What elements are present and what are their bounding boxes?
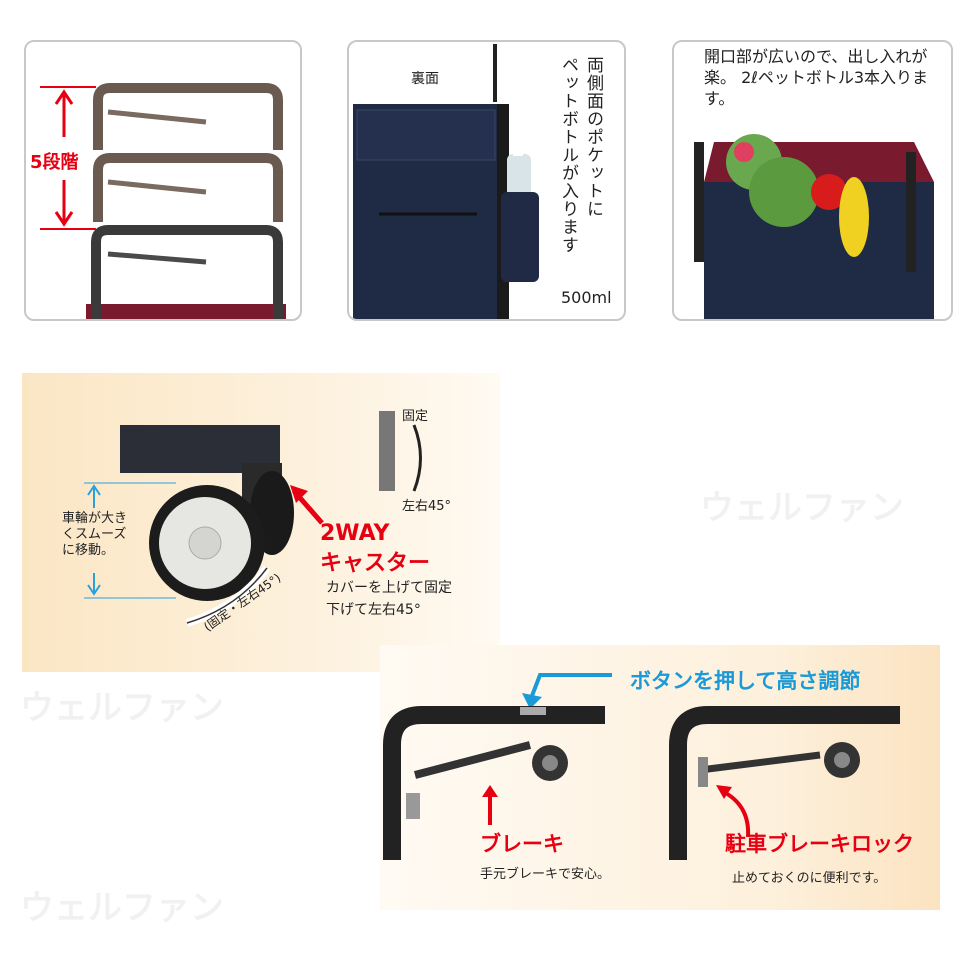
caster-desc-line1: カバーを上げて固定 xyxy=(326,580,452,596)
height-adjust-label: ボタンを押して高さ調節 xyxy=(630,669,861,693)
caster-panel: 車輪が大きくスムーズに移動。 固定 左右45° 2WAY キャスター カバーを上… xyxy=(22,373,500,672)
brake-panel: ボタンを押して高さ調節 ブレーキ 手元ブレーキで安心。 駐車ブレーキロック 止め… xyxy=(380,645,940,910)
caster-title-line2: キャスター xyxy=(320,551,431,576)
back-label: 裏面 xyxy=(411,71,439,87)
brake-desc: 手元ブレーキで安心。 xyxy=(480,867,611,882)
watermark: ウェルファン xyxy=(20,688,224,728)
handle-illustration xyxy=(40,83,286,319)
pocket-note-line2: ペットボトルが入ります xyxy=(558,56,578,254)
bottle-size-label: 500ml xyxy=(561,288,612,307)
bag-back-illustration xyxy=(353,44,539,319)
level-count-label: 5段階 xyxy=(30,152,79,173)
caster-desc-line2: 下げて左右45° xyxy=(326,602,421,618)
pocket-note-line1: 両側面のポケットに xyxy=(583,56,603,218)
parking-lock-desc: 止めておくのに便利です。 xyxy=(732,871,887,886)
brake-title: ブレーキ xyxy=(480,832,564,856)
parking-lock-title: 駐車ブレーキロック xyxy=(725,832,914,856)
watermark: ウェルファン xyxy=(20,888,224,928)
fixed-label: 固定 xyxy=(402,409,429,424)
brake-illustration xyxy=(383,673,900,860)
bag-contents-illustration xyxy=(694,134,934,319)
wide-opening-panel: 開口部が広いので、出し入れが楽。 2ℓペットボトル3本入ります。 xyxy=(672,40,953,321)
caster-title-line1: 2WAY xyxy=(320,521,390,546)
swivel-label: 左右45° xyxy=(402,499,452,514)
watermark: ウェルファン xyxy=(700,488,904,528)
wheel-note: 車輪が大きくスムーズに移動。 xyxy=(62,511,128,558)
caster-illustration xyxy=(84,411,422,627)
opening-note: 開口部が広いので、出し入れが楽。 2ℓペットボトル3本入ります。 xyxy=(704,47,929,108)
back-side-panel: 裏面 両側面のポケットに ペットボトルが入ります 500ml xyxy=(347,40,626,321)
height-adjust-panel: 5段階 xyxy=(24,40,302,321)
